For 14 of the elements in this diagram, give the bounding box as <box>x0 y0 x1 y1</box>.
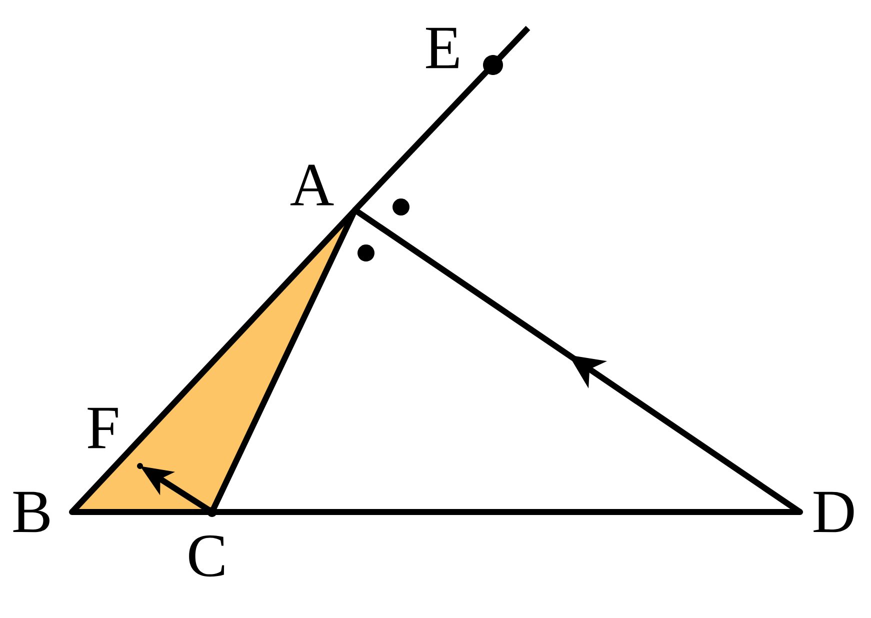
labelled-point: A <box>290 164 358 213</box>
labelled-point: B <box>13 492 75 532</box>
node-label: A <box>290 164 334 206</box>
node-label: D <box>814 492 854 532</box>
node-label: F <box>88 408 118 448</box>
node-label: C <box>189 535 224 577</box>
labelled-point: E <box>426 28 503 75</box>
node-label: E <box>426 28 459 68</box>
labelled-point: F <box>88 408 143 469</box>
line-segment <box>352 26 530 212</box>
labelled-point: D <box>797 492 854 532</box>
labelled-point: C <box>189 507 224 577</box>
node-label: B <box>13 492 50 532</box>
line-segment <box>72 509 800 515</box>
